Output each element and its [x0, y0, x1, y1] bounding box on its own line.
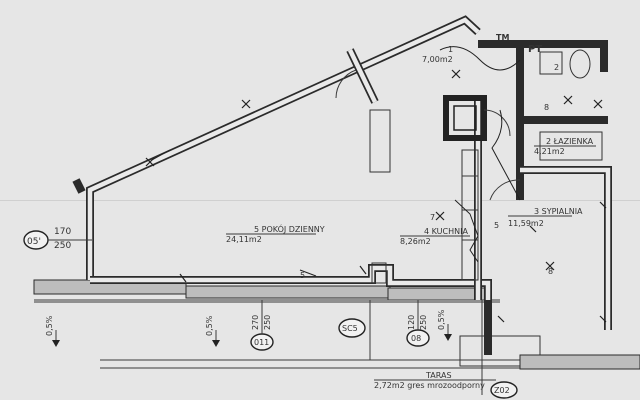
window-tag-z02: Z02 — [490, 381, 518, 399]
wiring — [151, 46, 521, 277]
window-tag-011: 011 270 250 — [250, 300, 274, 351]
svg-text:4 KUCHNIA: 4 KUCHNIA — [424, 227, 468, 236]
svg-text:1: 1 — [448, 45, 453, 54]
svg-text:7: 7 — [430, 213, 435, 222]
room-taras: TARAS 2,72m2 gres mrozoodporny — [374, 371, 496, 390]
svg-text:011: 011 — [254, 338, 269, 347]
pt-mark: PT — [528, 44, 542, 55]
room-kuchnia: 4 KUCHNIA 8,26m2 — [400, 227, 470, 246]
svg-text:05': 05' — [27, 237, 41, 247]
chimney-box — [371, 262, 387, 284]
electric-symbols — [145, 69, 607, 323]
svg-text:7,00m2: 7,00m2 — [422, 55, 453, 64]
svg-text:250: 250 — [54, 241, 71, 251]
svg-text:170: 170 — [54, 227, 71, 237]
slope-arrow-3: 0,5% — [437, 309, 452, 341]
svg-text:08: 08 — [411, 334, 421, 343]
svg-text:5 POKÓJ DZIENNY: 5 POKÓJ DZIENNY — [254, 223, 325, 234]
svg-text:8: 8 — [544, 103, 549, 112]
ventilation-shaft — [443, 95, 487, 141]
room-hall: 1 7,00m2 — [422, 45, 453, 64]
room-lazienka: 2 ŁAZIENKA 4,21m2 — [534, 137, 596, 156]
tm-mark: TM — [496, 33, 509, 42]
svg-text:5: 5 — [300, 271, 305, 280]
svg-text:0,5%: 0,5% — [205, 315, 214, 336]
circuit-numbers: 7 8 8 5 5 2 — [300, 63, 559, 280]
svg-text:270: 270 — [251, 315, 260, 330]
room-pokoj-dzienny: 5 POKÓJ DZIENNY 24,11m2 — [226, 223, 325, 244]
svg-text:8: 8 — [548, 267, 553, 276]
svg-text:8,26m2: 8,26m2 — [400, 237, 431, 246]
svg-text:SC5: SC5 — [342, 324, 358, 333]
svg-text:TARAS: TARAS — [425, 371, 452, 380]
fold-line — [0, 200, 640, 201]
svg-text:4,21m2: 4,21m2 — [534, 147, 565, 156]
window-tag-05: 05' 170 250 — [23, 227, 92, 251]
svg-text:Z02: Z02 — [494, 386, 510, 395]
door-swings — [335, 69, 521, 201]
bathroom-fixtures — [539, 49, 603, 161]
slope-arrow-1: 0,5% — [45, 315, 60, 347]
svg-text:250: 250 — [263, 315, 272, 330]
svg-text:3 SYPIALNIA: 3 SYPIALNIA — [534, 207, 583, 216]
kitchen-counter — [461, 149, 479, 281]
window-tag-08: 08 120 250 — [406, 300, 430, 347]
svg-text:5: 5 — [494, 221, 499, 230]
svg-text:250: 250 — [419, 315, 428, 330]
svg-text:2: 2 — [554, 63, 559, 72]
svg-text:0,5%: 0,5% — [45, 315, 54, 336]
svg-text:11,59m2: 11,59m2 — [508, 219, 544, 228]
window-tag-sc5: SC5 — [338, 318, 366, 338]
svg-text:0,5%: 0,5% — [437, 309, 446, 330]
svg-text:2,72m2 gres mrozoodporny: 2,72m2 gres mrozoodporny — [374, 381, 485, 390]
svg-text:24,11m2: 24,11m2 — [226, 235, 262, 244]
svg-text:120: 120 — [407, 315, 416, 330]
svg-text:2 ŁAZIENKA: 2 ŁAZIENKA — [546, 137, 594, 146]
room-sypialnia: 3 SYPIALNIA 11,59m2 — [508, 207, 583, 228]
slope-arrow-2: 0,5% — [205, 315, 220, 347]
